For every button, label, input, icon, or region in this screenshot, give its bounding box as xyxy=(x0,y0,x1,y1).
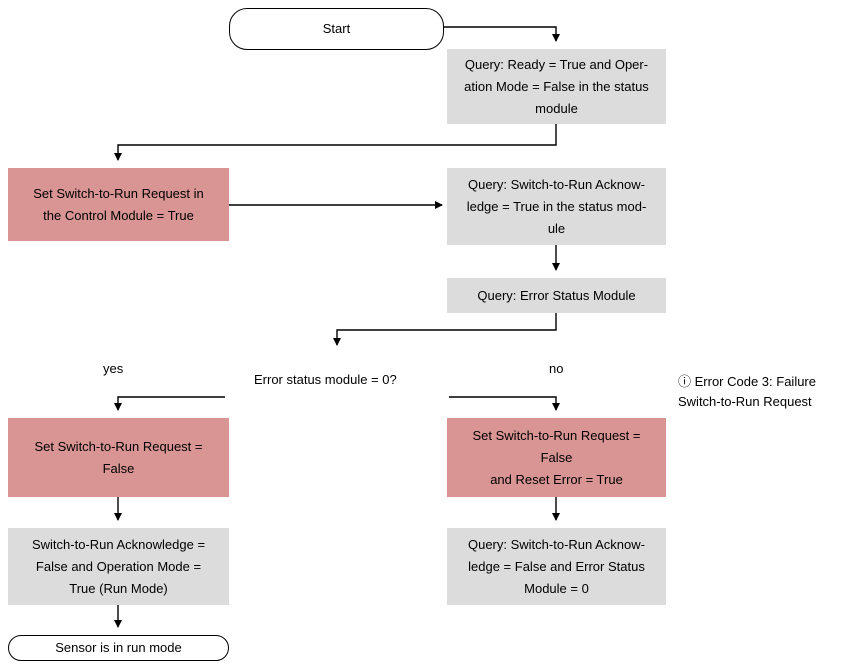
query-ready-operation-mode: Query: Ready = True and Oper- ation Mode… xyxy=(447,49,666,124)
end-terminal-run-mode: Sensor is in run mode xyxy=(8,635,229,661)
set-switch-to-run-request-false: Set Switch-to-Run Request = False xyxy=(8,418,229,497)
branch-label-yes: yes xyxy=(103,361,124,376)
info-note-error-code: ⓘ Error Code 3: Failure Switch-to-Run Re… xyxy=(678,374,816,409)
set-switch-to-run-request-true: Set Switch-to-Run Request in the Control… xyxy=(8,168,229,241)
branch-label-no: no xyxy=(549,361,564,376)
decision-error-status-zero: Error status module = 0? xyxy=(254,372,397,387)
query-switch-to-run-acknowledge-true: Query: Switch-to-Run Acknow- ledge = Tru… xyxy=(447,168,666,245)
edge-decision-no xyxy=(449,396,560,411)
query-acknowledge-false-error-zero: Query: Switch-to-Run Acknow- ledge = Fal… xyxy=(447,528,666,605)
edge-query-ready-to-set-request xyxy=(114,124,557,161)
start-terminal: Start xyxy=(229,8,444,50)
set-request-false-reset-error: Set Switch-to-Run Request = False and Re… xyxy=(447,418,666,497)
edge-start-to-query-ready xyxy=(444,26,560,42)
edge-decision-yes xyxy=(114,396,225,411)
edge-error-status-to-decision xyxy=(333,313,557,346)
query-error-status-module: Query: Error Status Module xyxy=(447,278,666,313)
acknowledge-false-run-mode: Switch-to-Run Acknowledge = False and Op… xyxy=(8,528,229,605)
